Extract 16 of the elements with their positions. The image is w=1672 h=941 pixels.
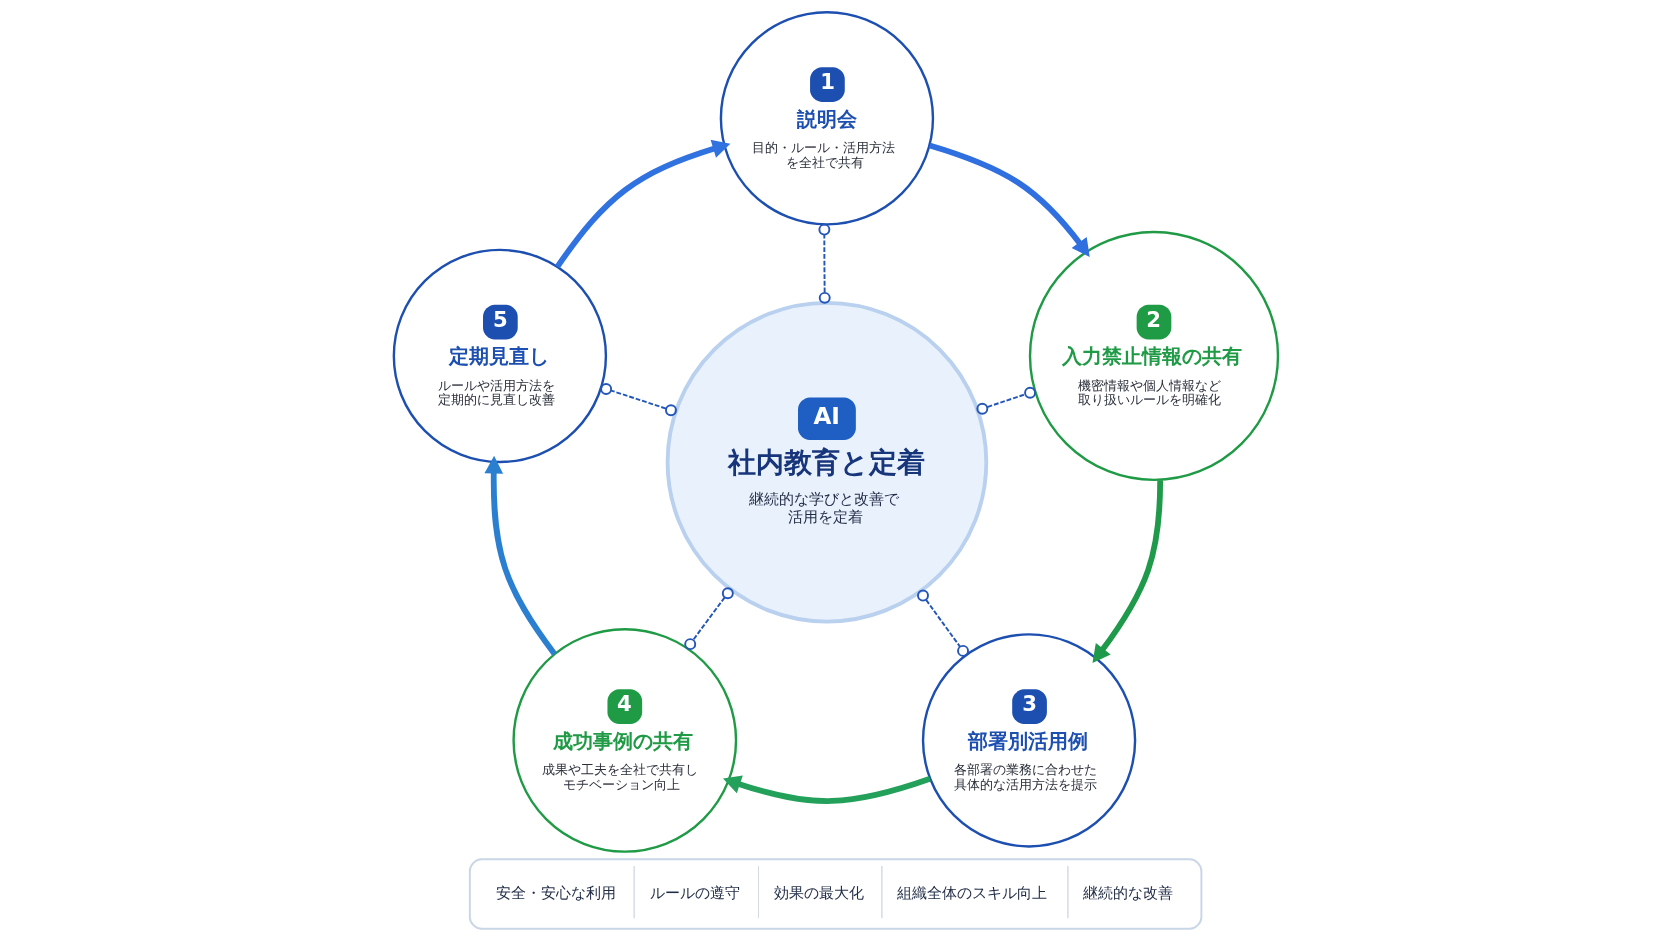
node-circle: 4 成功事例の共有 成果や工夫を全社で共有しモチベーション向上 [512, 628, 738, 853]
node-box: 安全・安心な利用 ルールの遵守 効果の最大化 組織全体のスキル向上 継続的な改善 [468, 858, 1203, 930]
arrow [1092, 480, 1164, 663]
node-circle: 1 説明会 目的・ルール・活用方法を全社で共有 [719, 11, 935, 226]
node-circle: 3 部署別活用例 各部署の業務に合わせた具体的な活用方法を提示 [921, 633, 1137, 848]
connector [600, 383, 677, 417]
connector [684, 587, 734, 651]
connector [917, 589, 969, 657]
arrow [555, 139, 731, 269]
arrow [484, 455, 557, 656]
connector [818, 223, 831, 304]
node-circle: 5 定期見直し ルールや活用方法を定期的に見直し改善 [392, 248, 608, 464]
arrow [722, 775, 931, 804]
connector [976, 386, 1037, 415]
node-circle: 2 入力禁止情報の共有 機密情報や個人情報など取り扱いルールを明確化 [1028, 230, 1280, 482]
arrow [928, 142, 1090, 257]
